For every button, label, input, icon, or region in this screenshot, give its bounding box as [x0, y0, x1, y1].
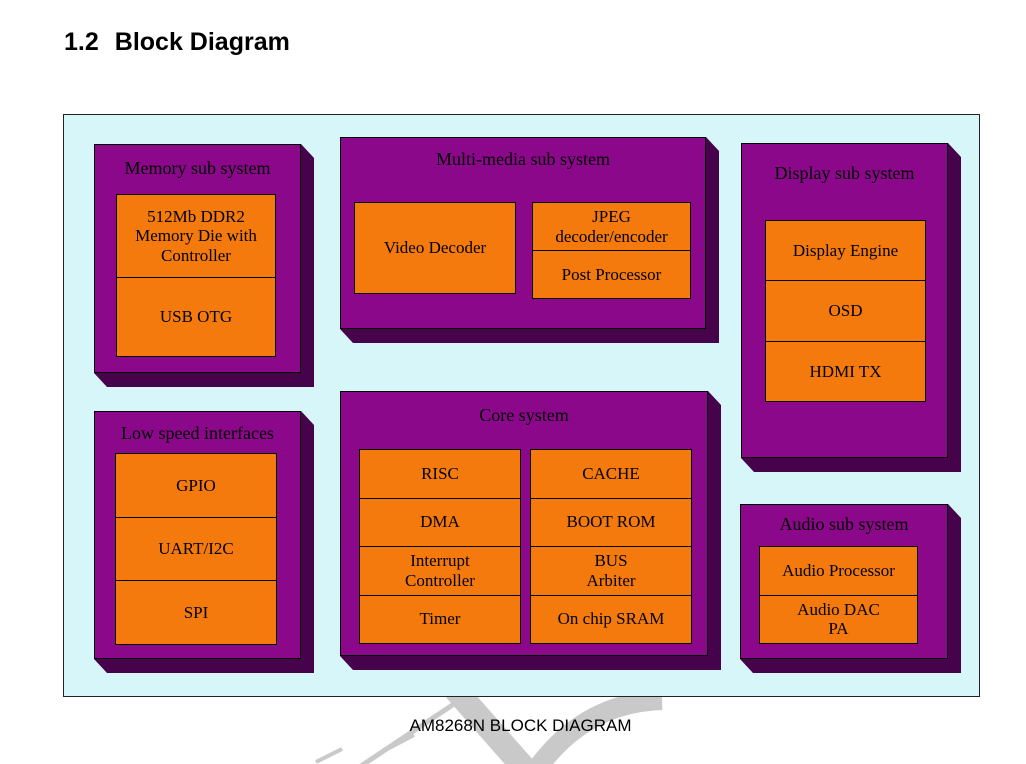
- diagram-cell-video-decoder: Video Decoder: [383, 238, 487, 258]
- diagram-cell-audio-processor: Audio Processor: [782, 560, 895, 580]
- diagram-cell-timer: Timer: [360, 594, 520, 644]
- block-title: Memory sub system: [124, 158, 271, 178]
- block-core-system: Core system RISC DMA Interrupt Controlle…: [340, 391, 708, 656]
- diagram-cell-usb-otg: USB OTG: [117, 277, 275, 356]
- diagram-cell-audio-dac-pa: Audio DAC PA: [760, 594, 917, 644]
- block-body: Display sub system Display Engine OSD HD…: [741, 143, 948, 458]
- cell-group: CACHE BOOT ROM BUS Arbiter On chip SRAM: [530, 449, 692, 644]
- diagram-cell-bus-arbiter: BUS Arbiter: [531, 546, 691, 595]
- diagram-caption: AM8268N BLOCK DIAGRAM: [409, 716, 632, 735]
- cell-group: 512Mb DDR2 Memory Die with Controller US…: [116, 194, 276, 357]
- diagram-cell-uart-i2c: UART/I2C: [116, 516, 276, 581]
- block-title: Audio sub system: [779, 514, 909, 534]
- diagram-cell-dma: DMA: [360, 497, 520, 547]
- section-number: 1.2: [64, 28, 99, 56]
- block-display-sub-system: Display sub system Display Engine OSD HD…: [741, 143, 948, 458]
- watermark-stroke: [315, 747, 343, 764]
- diagram-cell-jpeg-codec: JPEG decoder/encoder: [555, 206, 668, 246]
- cell-group: Display Engine OSD HDMI TX: [765, 220, 926, 402]
- cell-group: JPEG decoder/encoder Post Processor: [532, 202, 691, 299]
- diagram-cell-gpio: GPIO: [176, 475, 216, 495]
- block-title: Core system: [479, 405, 569, 425]
- diagram-cell-spi: SPI: [116, 580, 276, 644]
- diagram-cell-ddr2-memory: 512Mb DDR2 Memory Die with Controller: [135, 206, 257, 266]
- cell-group: GPIO UART/I2C SPI: [115, 453, 277, 645]
- block-body: Multi-media sub system Video Decoder JPE…: [340, 137, 706, 329]
- diagram-cell-post-processor: Post Processor: [533, 250, 690, 298]
- watermark-stroke: [528, 690, 663, 764]
- block-title: Multi-media sub system: [436, 149, 610, 169]
- diagram-cell-osd: OSD: [766, 280, 925, 340]
- diagram-cell-boot-rom: BOOT ROM: [531, 497, 691, 547]
- cell-group: Audio Processor Audio DAC PA: [759, 546, 918, 644]
- cell-group: RISC DMA Interrupt Controller Timer: [359, 449, 521, 644]
- block-body: Low speed interfaces GPIO UART/I2C SPI: [94, 411, 301, 659]
- block-title: Display sub system: [774, 163, 915, 183]
- cell-group: Video Decoder: [354, 202, 516, 294]
- diagram-cell-display-engine: Display Engine: [792, 240, 899, 260]
- block-body: Audio sub system Audio Processor Audio D…: [740, 504, 948, 659]
- diagram-cell-cache: CACHE: [582, 463, 640, 483]
- block-title: Low speed interfaces: [121, 423, 274, 443]
- diagram-cell-hdmi-tx: HDMI TX: [766, 340, 925, 401]
- diagram-canvas: Memory sub system 512Mb DDR2 Memory Die …: [63, 114, 980, 697]
- block-body: Memory sub system 512Mb DDR2 Memory Die …: [94, 144, 301, 373]
- diagram-cell-on-chip-sram: On chip SRAM: [531, 594, 691, 644]
- watermark-stroke: [442, 678, 536, 764]
- diagram-cell-interrupt-controller: Interrupt Controller: [360, 546, 520, 595]
- diagram-cell-risc: RISC: [421, 463, 459, 483]
- block-multimedia-sub-system: Multi-media sub system Video Decoder JPE…: [340, 137, 706, 329]
- block-audio-sub-system: Audio sub system Audio Processor Audio D…: [740, 504, 948, 659]
- block-body: Core system RISC DMA Interrupt Controlle…: [340, 391, 708, 656]
- section-heading: 1.2 Block Diagram: [64, 28, 290, 57]
- block-low-speed-interfaces: Low speed interfaces GPIO UART/I2C SPI: [94, 411, 301, 659]
- section-title: Block Diagram: [114, 28, 290, 56]
- watermark-stroke: [377, 733, 415, 756]
- block-memory-sub-system: Memory sub system 512Mb DDR2 Memory Die …: [94, 144, 301, 373]
